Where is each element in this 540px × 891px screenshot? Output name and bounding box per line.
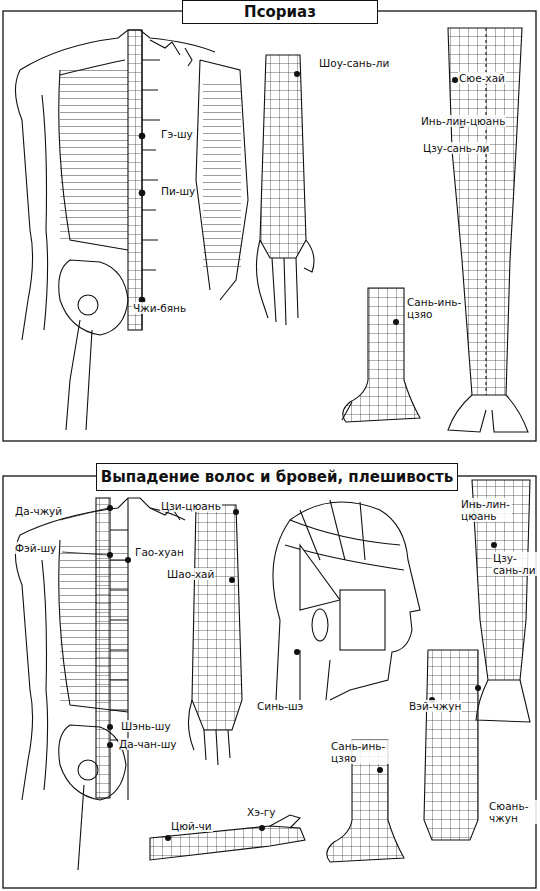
acupoint bbox=[229, 509, 239, 583]
point-label: Сюань-чжун bbox=[488, 800, 540, 824]
point-label: Синь-шэ bbox=[256, 700, 304, 712]
heading-text: Псориаз bbox=[244, 4, 316, 21]
acupoint bbox=[429, 502, 497, 703]
heading-box: Выпадение волос и бровей, плешивость bbox=[96, 463, 458, 491]
acupoint bbox=[294, 71, 300, 77]
point-label: Да-чжуй bbox=[14, 505, 63, 517]
point-label: Сань-инь-цзяо bbox=[330, 740, 392, 764]
heading-text: Выпадение волос и бровей, плешивость bbox=[101, 469, 453, 486]
point-label: Сюе-хай bbox=[458, 72, 506, 84]
point-label: Шоу-сань-ли bbox=[318, 57, 390, 69]
point-label: Шао-хай bbox=[166, 568, 215, 580]
point-label: Фэй-шу bbox=[14, 542, 57, 554]
panel-frame bbox=[3, 11, 536, 441]
point-label: Цзи-цюань bbox=[160, 500, 222, 512]
acupoint bbox=[393, 319, 399, 325]
point-label: Чжи-бянь bbox=[132, 302, 187, 314]
arm-figure bbox=[188, 505, 242, 765]
leg-figure bbox=[448, 28, 528, 432]
point-label: Инь-лин-цюань bbox=[420, 115, 506, 127]
acupoint bbox=[294, 649, 300, 655]
back-figure bbox=[15, 30, 248, 430]
forearm-figure bbox=[150, 815, 305, 860]
point-label: Гэ-шу bbox=[160, 128, 194, 140]
point-label: Цюй-чи bbox=[170, 820, 213, 832]
acupoint bbox=[377, 767, 383, 773]
leg-figure bbox=[424, 480, 530, 840]
point-label: Цзу-сань-ли bbox=[422, 142, 490, 154]
leader-line bbox=[60, 508, 108, 555]
foot-figure bbox=[327, 740, 404, 862]
acupoint bbox=[107, 505, 131, 748]
panel-frame bbox=[3, 476, 536, 888]
point-label: Хэ-гу bbox=[246, 806, 276, 818]
point-label: Гао-хуан bbox=[134, 546, 185, 558]
heading-box: Псориаз bbox=[182, 0, 378, 24]
head-figure bbox=[273, 500, 420, 700]
forearm-figure bbox=[256, 55, 314, 325]
point-label: Цзу-сань-ли bbox=[492, 552, 539, 576]
acupoint bbox=[139, 133, 145, 310]
point-label: Да-чан-шу bbox=[118, 738, 178, 750]
point-label: Вэй-чжун bbox=[408, 700, 462, 712]
point-label: Инь-лин-цюань bbox=[460, 498, 512, 522]
point-label: Пи-шу bbox=[160, 185, 196, 197]
point-label: Сань-инь-цзяо bbox=[406, 296, 464, 320]
point-label: Шэнь-шу bbox=[120, 720, 172, 732]
